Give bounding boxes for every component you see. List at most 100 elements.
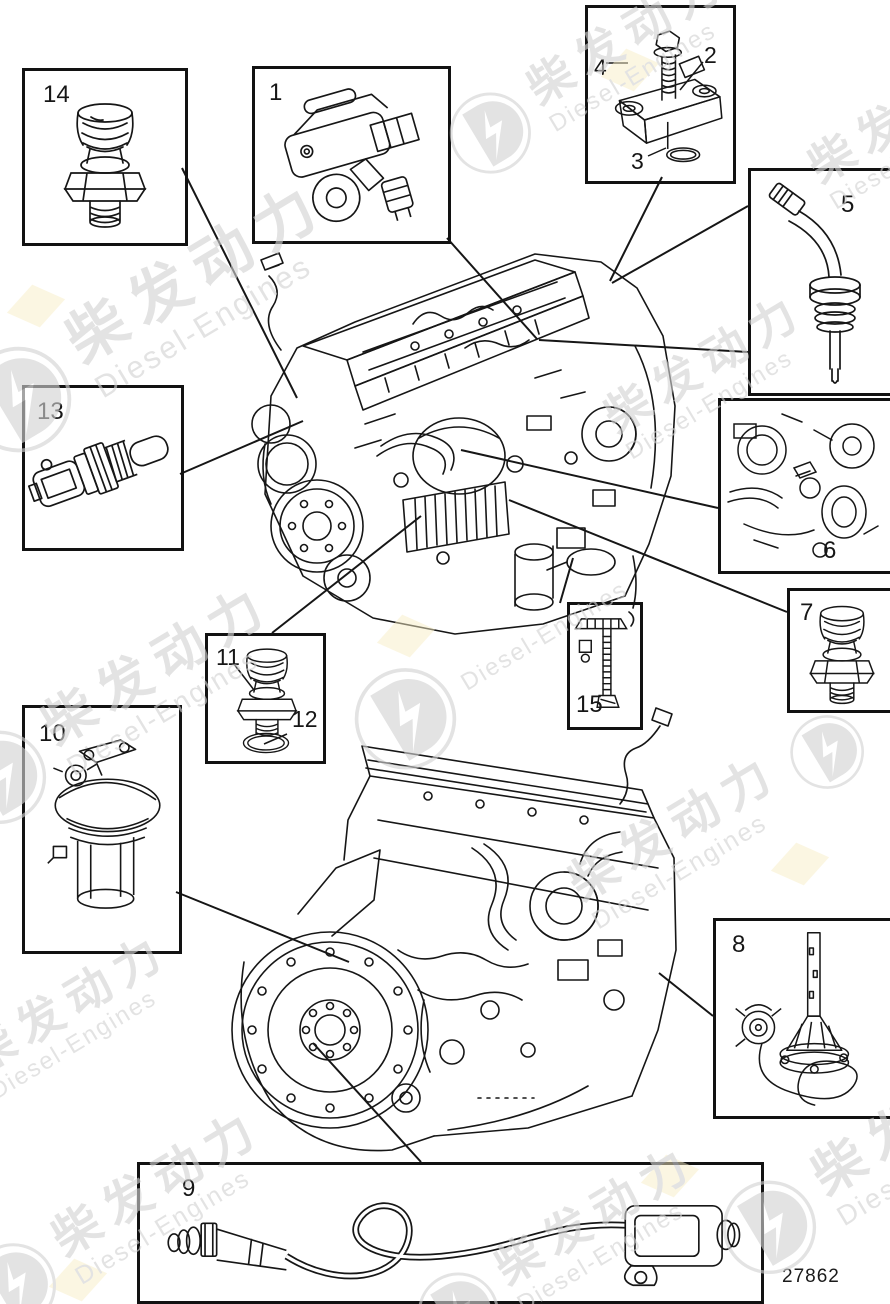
- engine-flywheel-view-illustration: [231, 707, 677, 1152]
- watermark-accent: [376, 614, 436, 658]
- watermark-cn-text: 柴发动力: [801, 1022, 890, 1207]
- callout-number-8: 8: [732, 931, 746, 958]
- diesel-engines-logo-icon: [354, 668, 457, 770]
- callout-number-5: 5: [841, 191, 855, 218]
- diesel-engines-logo-icon: [722, 1180, 817, 1274]
- leader-line: [538, 339, 749, 353]
- callout-box-6: 6: [718, 398, 890, 574]
- leader-line: [271, 515, 422, 634]
- pointer-line: [679, 61, 704, 91]
- callout-number-7: 7: [800, 599, 814, 626]
- pointer-line-group: [233, 61, 704, 745]
- pointer-line: [263, 733, 288, 745]
- callout-number-9: 9: [182, 1175, 196, 1202]
- watermark: 柴发动力 Diesel-Engines: [0, 1095, 289, 1304]
- callout-box-7: 7: [787, 588, 890, 713]
- watermark-cn-text: 柴发动力: [31, 572, 283, 757]
- watermark-cn-text: 柴发动力: [559, 743, 789, 912]
- leader-line: [609, 176, 663, 282]
- fuel-filter-housing-illustration: [47, 739, 161, 909]
- watermark: 柴发动力 Diesel-Engines: [0, 568, 302, 847]
- coolant-temp-sensor-illustration: [27, 435, 169, 508]
- watermark-cn-text: 柴发动力: [42, 1098, 273, 1267]
- diesel-engines-logo-icon: [0, 346, 72, 453]
- callout-box-2-3-4: 4 2 3: [585, 5, 736, 184]
- pointer-line: [233, 663, 255, 691]
- watermark-cn-text: 柴发动力: [0, 922, 178, 1083]
- watermark-en-text: Diesel-Engines: [512, 1196, 689, 1304]
- callout-box-13: 13: [22, 385, 184, 551]
- watermark: 柴发动力 Diesel-Engines: [700, 1018, 890, 1297]
- leader-line-group: [175, 167, 788, 1163]
- watermark-accent: [640, 1154, 700, 1198]
- leader-line: [179, 420, 304, 475]
- callout-number-11: 11: [216, 644, 240, 670]
- oil-level-dipstick-sensor-illustration: [574, 618, 628, 709]
- leader-line: [175, 891, 350, 963]
- callout-number-2: 2: [704, 42, 717, 68]
- watermark-en-text: Diesel-Engines: [825, 94, 890, 216]
- callout-box-8: 8: [713, 918, 890, 1119]
- callout-box-1: 1: [252, 66, 451, 244]
- watermark: 柴发动力 Diesel-Engines: [0, 163, 360, 478]
- callout-number-12: 12: [292, 706, 318, 732]
- diesel-engines-logo-icon: [417, 1272, 499, 1304]
- leader-line: [312, 1042, 422, 1163]
- watermark-en-text: Diesel-Engines: [88, 248, 318, 406]
- map-sensor-illustration: [284, 88, 420, 223]
- diesel-engines-logo-icon: [0, 1243, 57, 1304]
- callout-number-1: 1: [269, 79, 283, 106]
- watermark: 柴发动力 Diesel-Engines: [398, 1131, 721, 1304]
- watermark-accent: [6, 284, 66, 328]
- callout-box-11-12: 11 12: [205, 633, 326, 764]
- watermark-en-text: Diesel-Engines: [456, 575, 633, 697]
- engine-detail-view-illustration: [727, 413, 879, 558]
- bracket-sensor-assembly-illustration: [614, 30, 723, 163]
- pressure-sensor-illustration: [63, 103, 147, 228]
- diesel-engines-logo-icon: [790, 715, 864, 789]
- leader-line: [508, 499, 788, 613]
- diesel-engines-logo-icon: [449, 92, 531, 174]
- callout-number-3: 3: [631, 148, 644, 174]
- watermark-accent: [770, 842, 830, 886]
- oil-temp-sensor-illustration: [236, 648, 298, 736]
- callout-box-15: 15: [567, 602, 643, 730]
- callout-number-6: 6: [823, 537, 837, 564]
- leader-line: [446, 237, 538, 340]
- diesel-engines-logo-icon: [0, 730, 47, 824]
- callout-box-14: 14: [22, 68, 188, 246]
- callout-box-5: 5: [748, 168, 890, 396]
- exhaust-temp-sensor-illustration: [768, 182, 861, 384]
- callout-number-4: 4: [594, 54, 607, 80]
- watermark-en-text: Diesel-Engines: [621, 344, 798, 466]
- watermark-accent: [600, 48, 660, 92]
- watermark-cn-text: 柴发动力: [54, 167, 339, 376]
- callout-number-14: 14: [43, 81, 70, 108]
- watermark-cn-text: 柴发动力: [485, 1134, 705, 1295]
- watermark-en-text: Diesel-Engines: [61, 643, 265, 783]
- leader-line: [559, 557, 574, 604]
- watermark-en-text: Diesel-Engines: [0, 984, 162, 1106]
- watermark-cn-text: 柴发动力: [798, 32, 890, 193]
- watermark: Diesel-Engines: [330, 540, 654, 795]
- watermark-cn-text: 柴发动力: [594, 282, 814, 443]
- engine-front-view-illustration: [251, 252, 676, 635]
- watermark: 柴发动力 Diesel-Engines: [0, 922, 191, 1106]
- watermark: 柴发动力 Diesel-Engines: [594, 282, 827, 466]
- watermark-en-text: Diesel-Engines: [70, 1163, 256, 1291]
- watermark-accent: [48, 1258, 108, 1302]
- oil-level-sensor-illustration: [735, 932, 858, 1106]
- watermark: 柴发动力 Diesel-Engines: [798, 32, 890, 216]
- oil-pressure-sensor-illustration: [809, 605, 875, 705]
- watermark-cn-text: 柴发动力: [517, 0, 737, 115]
- watermark: 柴发动力 Diesel-Engines: [430, 0, 753, 193]
- watermark: 柴发动力 Diesel-Engines: [559, 697, 882, 935]
- leader-line: [611, 205, 749, 284]
- o-ring-illustration: [242, 732, 290, 754]
- watermark-en-text: Diesel-Engines: [544, 16, 721, 138]
- watermark-en-text: Diesel-Engines: [831, 1093, 890, 1233]
- pointer-line: [647, 147, 667, 157]
